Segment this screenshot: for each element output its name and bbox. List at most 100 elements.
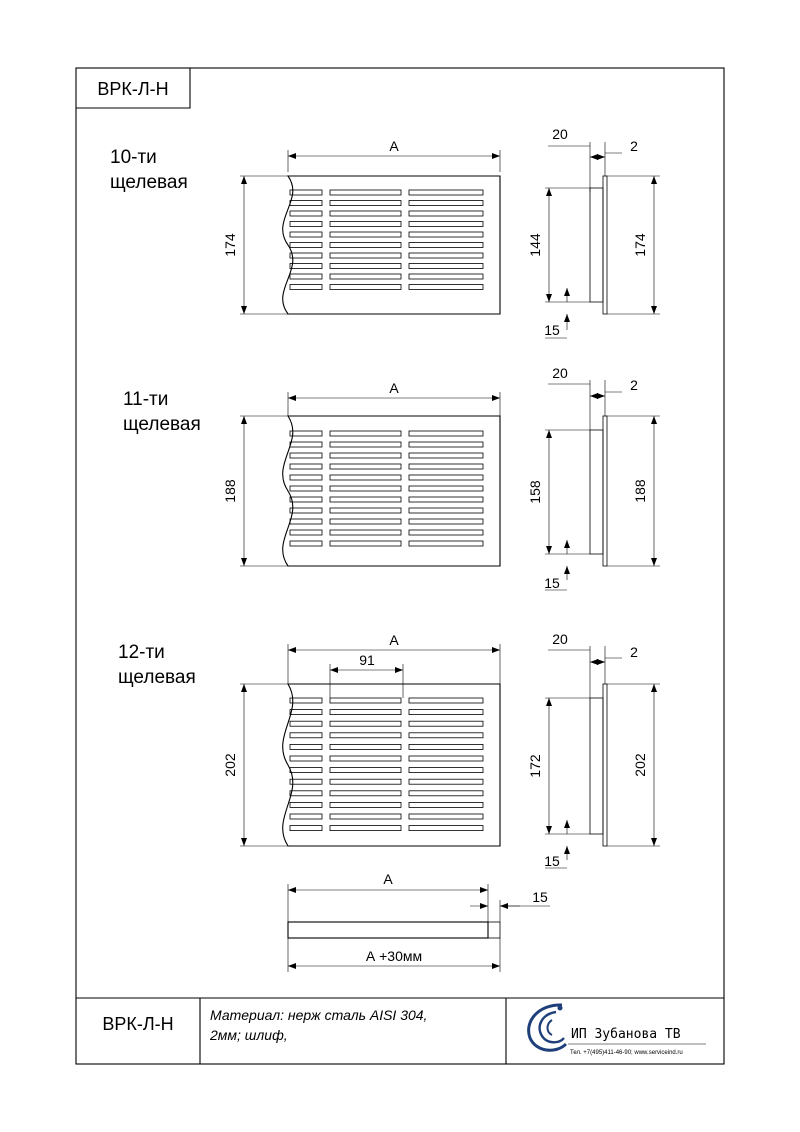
slot (329, 430, 402, 437)
side-outer-text: 188 (632, 479, 648, 503)
header-code: ВРК-Л-Н (97, 79, 168, 99)
material-line1: Материал: нерж сталь AISI 304, (210, 1007, 427, 1023)
slot (408, 529, 484, 536)
slot (408, 485, 484, 492)
height-dimension-text: 202 (222, 753, 238, 777)
slot (408, 697, 484, 704)
slot (329, 744, 402, 750)
slot (408, 507, 484, 514)
slot (408, 755, 484, 762)
side-thick-text: 2 (630, 138, 638, 154)
slot (408, 200, 484, 206)
slot (408, 496, 484, 503)
slot-grid (289, 697, 484, 831)
title-block: ВРК-Л-Н Материал: нерж сталь AISI 304, 2… (76, 997, 724, 1064)
slot-grid (289, 430, 484, 547)
slot (329, 720, 402, 727)
slot (289, 242, 323, 248)
slot (408, 474, 484, 481)
side-profile-flange (602, 683, 608, 847)
slot (408, 744, 484, 750)
slot (289, 430, 323, 437)
side-offset-text: 15 (544, 322, 560, 338)
slot (329, 485, 402, 492)
slot (408, 518, 484, 525)
slot (408, 252, 484, 259)
slot (289, 709, 323, 715)
slot (289, 755, 323, 762)
front-view-12: 12-ти щелевая А 91 202 20 2 202 172 (118, 631, 660, 869)
slot (408, 778, 484, 785)
slot (289, 790, 323, 797)
company-contacts: Тел. +7(495)411-46-90; www.serviceind.ru (570, 1050, 683, 1056)
slot (329, 540, 402, 547)
side-profile-flange (602, 415, 608, 567)
slot (408, 263, 484, 269)
sheet-frame (75, 67, 725, 1065)
view-label-line1: 10-ти (110, 147, 157, 168)
slot-dimension-text: 91 (359, 652, 375, 668)
slot (329, 825, 402, 831)
slot (329, 697, 402, 704)
slot (289, 744, 323, 750)
view-label-line2: щелевая (110, 172, 188, 193)
slot (289, 813, 323, 820)
slot (289, 441, 323, 448)
side-outer-text: 202 (632, 753, 648, 777)
width-dimension-text: А (389, 380, 399, 396)
slot (329, 263, 402, 269)
slot (408, 825, 484, 831)
slot (329, 231, 402, 238)
side-profile-flange (602, 175, 608, 315)
footer-code: ВРК-Л-Н (102, 1014, 173, 1034)
slot (408, 720, 484, 727)
slot (289, 540, 323, 547)
height-dimension-text: 188 (222, 479, 238, 503)
view-label-line2: щелевая (123, 414, 201, 435)
slot (329, 242, 402, 248)
company-name: ИП Зубанова ТВ (571, 1027, 681, 1042)
slot (329, 529, 402, 536)
title-tag-box (76, 68, 191, 109)
width-dimension-text: А (389, 632, 399, 648)
slot (408, 732, 484, 739)
slot (329, 813, 402, 820)
slot (289, 825, 323, 831)
slot (408, 231, 484, 238)
slot (408, 273, 484, 280)
slot (289, 231, 323, 238)
side-outer-text: 174 (632, 233, 648, 257)
slot (329, 755, 402, 762)
slot (329, 200, 402, 206)
slot (408, 441, 484, 448)
slot (289, 263, 323, 269)
slot (408, 709, 484, 715)
slot (408, 767, 484, 773)
profile-body (287, 921, 489, 939)
slot (408, 189, 484, 196)
side-width-text: 20 (552, 631, 568, 647)
side-profile-body (589, 697, 604, 835)
slot (289, 720, 323, 727)
front-view-11: 11-ти щелевая А 188 20 2 188 158 15 (123, 365, 660, 591)
slot (329, 252, 402, 259)
side-offset-text: 15 (544, 575, 560, 591)
slot (408, 463, 484, 470)
slot (329, 802, 402, 808)
grille-outline (282, 175, 501, 315)
slot (329, 273, 402, 280)
material-line2: 2мм; шлиф, (209, 1027, 288, 1043)
slot (408, 452, 484, 459)
slot (289, 252, 323, 259)
slot (289, 221, 323, 227)
slot (289, 189, 323, 196)
grille-outline (282, 683, 501, 847)
slot (408, 242, 484, 248)
top-dimension-text: А (383, 871, 393, 887)
side-profile-body (589, 187, 604, 303)
slot (408, 210, 484, 217)
profile-flange (487, 921, 501, 939)
view-label-line1: 12-ти (118, 642, 165, 663)
slot (408, 430, 484, 437)
side-width-text: 20 (552, 126, 568, 142)
